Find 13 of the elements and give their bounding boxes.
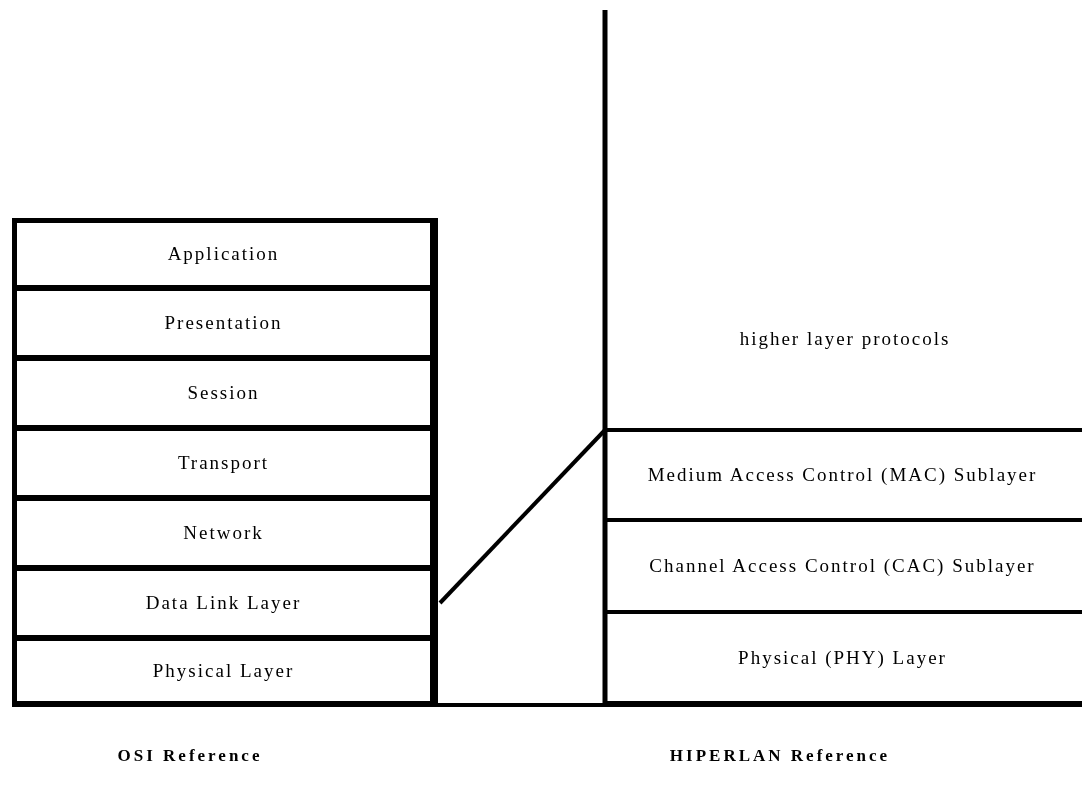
region-label: higher layer protocols (738, 327, 952, 351)
stack-caption: OSI Reference (116, 745, 264, 767)
layer-label: Session (186, 381, 261, 405)
layer-label: Medium Access Control (MAC) Sublayer (646, 463, 1039, 487)
layer-label: Physical (PHY) Layer (737, 645, 948, 670)
layer-label: Data Link Layer (144, 591, 303, 615)
layer-label: Channel Access Control (CAC) Sublayer (648, 554, 1037, 578)
layer-label: Presentation (163, 311, 284, 335)
layer-label: Application (166, 242, 281, 266)
layer-label: Network (182, 521, 265, 545)
layer-label: Physical Layer (151, 659, 296, 683)
stack-caption: HIPERLAN Reference (668, 745, 892, 767)
layer-label: Transport (176, 451, 271, 475)
